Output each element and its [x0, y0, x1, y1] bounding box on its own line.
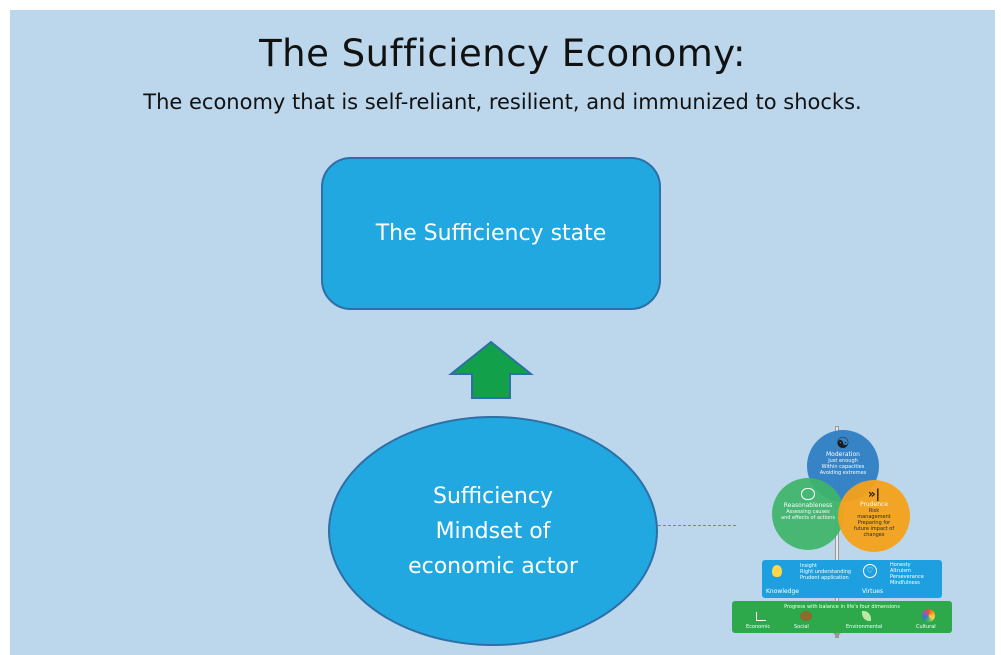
prudence-item-2: management [857, 514, 891, 520]
moderation-title: Moderation [826, 451, 860, 458]
yin-yang-icon: ☯ [836, 434, 850, 452]
mindset-ellipse: Sufficiency Mindset of economic actor [328, 416, 658, 646]
plant-icon [862, 611, 871, 621]
reasonableness-title: Reasonableness [783, 502, 833, 509]
knowledge-virtues-band: Insight Right understanding Prudent appl… [762, 560, 942, 598]
reasonableness-line-1: Assessing causes [786, 509, 830, 515]
progress-band: Progress with balance in life's four dim… [732, 601, 952, 633]
prudence-title: Prudence [859, 501, 889, 508]
dimension-environmental: Environmental [846, 624, 883, 630]
prudence-item-1: Risk [868, 508, 880, 514]
arrow-up-icon [448, 340, 534, 399]
dimension-economic: Economic [746, 624, 771, 630]
page-title: The Sufficiency Economy: [259, 32, 746, 75]
mindset-line-2: Mindset of [435, 518, 551, 544]
progress-caption: Progress with balance in life's four dim… [784, 604, 900, 610]
reasonableness-circle: Reasonableness Assessing causes and effe… [772, 478, 844, 550]
knowledge-item-2: Right understanding [800, 569, 852, 575]
moderation-item-3: Avoiding extremes [819, 470, 867, 476]
chevron-bars-icon: »| [867, 487, 881, 501]
knowledge-title: Knowledge [766, 588, 799, 595]
virtues-item-4: Mindfulness [890, 580, 920, 586]
mindset-line-3: economic actor [408, 553, 578, 579]
dimension-social: Social [794, 624, 809, 630]
knowledge-item-1: Insight [800, 563, 817, 569]
chart-icon [756, 612, 766, 621]
virtues-item-3: Perseverance [890, 574, 924, 580]
virtues-title: Virtues [862, 588, 884, 595]
reasonableness-line-2: and effects of actions [781, 515, 835, 521]
page-subtitle: The economy that is self-reliant, resili… [143, 90, 862, 114]
prudence-circle: »| Prudence Risk management Preparing fo… [838, 480, 910, 552]
prudence-line-2: future impact of [853, 526, 895, 532]
dashed-connector [658, 525, 736, 526]
pagoda-axis-tip [831, 630, 843, 638]
prudence-line-3: changes [863, 532, 885, 538]
brain-icon [801, 488, 815, 500]
heart-icon: ♡ [863, 564, 877, 578]
moderation-item-2: Within capacities [821, 464, 865, 470]
sufficiency-state-box: The Sufficiency state [321, 157, 661, 310]
mindset-line-1: Sufficiency [433, 483, 553, 509]
knowledge-item-3: Prudent application [800, 575, 849, 581]
lightbulb-icon [772, 565, 782, 577]
virtues-item-1: Honesty [890, 562, 911, 568]
sufficiency-pagoda-diagram: ☯ Moderation Just enough Within capaciti… [732, 418, 962, 643]
hands-icon [800, 611, 812, 621]
prudence-line-1: Preparing for [857, 520, 891, 526]
moderation-item-1: Just enough [828, 458, 858, 464]
virtues-item-2: Altruism [890, 568, 911, 574]
dimension-cultural: Cultural [916, 624, 936, 630]
slide: The Sufficiency Economy: The economy tha… [10, 10, 995, 655]
flower-icon [922, 609, 935, 622]
sufficiency-state-label: The Sufficiency state [375, 221, 607, 246]
